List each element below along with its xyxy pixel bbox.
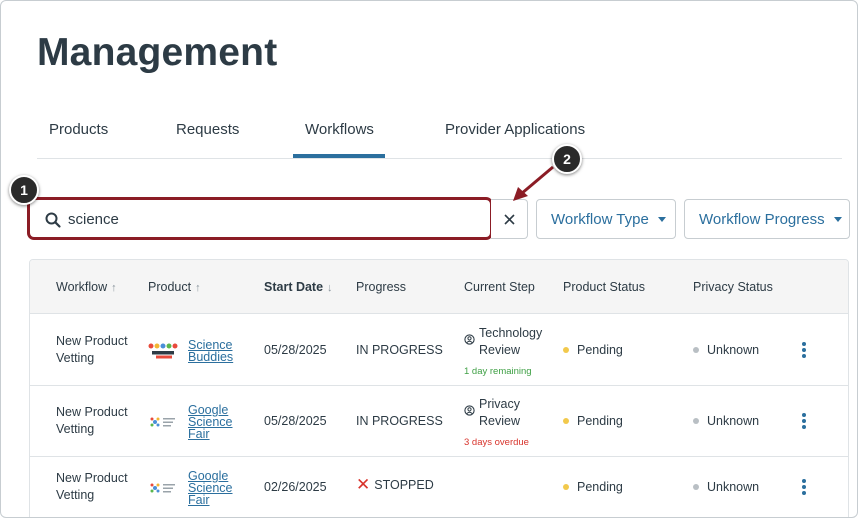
tab-requests[interactable]: Requests <box>176 121 240 138</box>
current-step: Privacy Review 3 days overdue <box>464 396 564 448</box>
privacy-status: Unknown <box>693 413 759 430</box>
table-row: New Product Vetting Google Science Fair … <box>30 386 848 457</box>
search-icon <box>45 212 61 228</box>
product-status: Pending <box>563 342 623 359</box>
google-science-fair-logo-icon <box>150 417 175 427</box>
product-link[interactable]: Science Buddies <box>188 338 234 364</box>
progress-text: IN PROGRESS <box>356 414 443 428</box>
row-options-kebab-icon[interactable] <box>800 342 808 360</box>
tab-products[interactable]: Products <box>49 121 109 138</box>
unknown-dot-icon <box>693 346 699 353</box>
row-options-kebab-icon[interactable] <box>800 413 808 431</box>
progress-text: ✕STOPPED <box>356 475 434 495</box>
workflow-name: New Product Vetting <box>56 334 128 365</box>
stopped-x-icon: ✕ <box>356 475 371 495</box>
close-icon <box>503 213 515 225</box>
search-input[interactable] <box>68 206 478 232</box>
column-header-workflow[interactable]: Workflow↑ <box>56 280 117 294</box>
workflow-name: New Product Vetting <box>56 471 128 502</box>
current-step: Technology Review 1 day remaining <box>464 325 564 377</box>
product-status: Pending <box>563 413 623 430</box>
product-status: Pending <box>563 479 623 496</box>
row-options-kebab-icon[interactable] <box>800 479 808 497</box>
tab-workflows[interactable]: Workflows <box>305 121 374 138</box>
unknown-dot-icon <box>693 417 699 424</box>
tab-bar: Products Requests Workflows Provider App… <box>37 111 842 159</box>
science-buddies-logo-icon <box>148 343 178 359</box>
step-name: Technology Review <box>479 326 543 357</box>
sort-up-icon: ↑ <box>195 282 201 294</box>
privacy-status: Unknown <box>693 479 759 496</box>
google-science-fair-logo-icon <box>150 483 175 493</box>
column-header-start-date[interactable]: Start Date↓ <box>264 280 333 294</box>
step-time-remaining: 1 day remaining <box>464 366 532 377</box>
callout-badge-1: 1 <box>9 175 39 205</box>
unknown-dot-icon <box>693 483 699 490</box>
workflow-type-label: Workflow Type <box>551 210 649 228</box>
column-header-privacy-status: Privacy Status <box>693 280 773 294</box>
table-row: New Product Vetting Google Science Fair … <box>30 457 848 517</box>
table-row: New Product Vetting Science Buddies 05/2… <box>30 315 848 386</box>
start-date: 02/26/2025 <box>264 480 327 494</box>
pending-dot-icon <box>563 346 569 353</box>
pending-dot-icon <box>563 483 569 490</box>
product-link[interactable]: Google Science Fair <box>188 469 233 507</box>
workflow-name: New Product Vetting <box>56 405 128 436</box>
start-date: 05/28/2025 <box>264 414 327 428</box>
step-time-overdue: 3 days overdue <box>464 437 529 448</box>
column-header-progress: Progress <box>356 280 407 294</box>
callout-badge-2: 2 <box>552 144 582 174</box>
column-header-product-status: Product Status <box>563 280 645 294</box>
user-circle-icon <box>464 334 475 345</box>
table-header: Workflow↑ Product↑ Start Date↓ Progress … <box>30 260 848 314</box>
active-tab-indicator <box>293 154 385 158</box>
privacy-status: Unknown <box>693 342 759 359</box>
pending-dot-icon <box>563 417 569 424</box>
clear-search-button[interactable] <box>491 199 528 239</box>
tab-provider-applications[interactable]: Provider Applications <box>445 121 586 138</box>
workflow-progress-label: Workflow Progress <box>699 210 825 228</box>
workflow-progress-filter[interactable]: Workflow Progress <box>684 199 850 239</box>
column-header-current-step: Current Step <box>464 280 535 294</box>
sort-up-icon: ↑ <box>111 282 117 294</box>
workflow-type-filter[interactable]: Workflow Type <box>536 199 676 239</box>
user-circle-icon <box>464 405 475 416</box>
step-name: Privacy Review <box>479 397 520 428</box>
sort-down-icon: ↓ <box>327 282 333 294</box>
caret-down-icon <box>657 216 666 222</box>
progress-text: IN PROGRESS <box>356 343 443 357</box>
caret-down-icon <box>833 216 842 222</box>
workflows-table: Workflow↑ Product↑ Start Date↓ Progress … <box>29 259 849 517</box>
search-box <box>27 197 493 240</box>
callout-arrow <box>513 165 554 201</box>
column-header-product[interactable]: Product↑ <box>148 280 201 294</box>
page-title: Management <box>37 31 278 74</box>
product-link[interactable]: Google Science Fair <box>188 403 233 441</box>
start-date: 05/28/2025 <box>264 343 327 357</box>
